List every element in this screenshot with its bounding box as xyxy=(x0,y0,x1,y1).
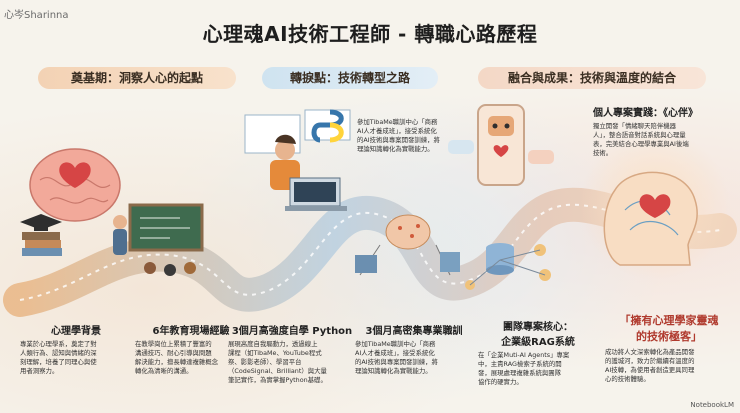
milestone-title: 「擁有心理學家靈魂 xyxy=(619,314,719,327)
training-top-note: 參加TibaMe職訓中心「商務 AI人才養成班」，接受系統化 的AI技術與專案開… xyxy=(357,118,440,153)
milestone-title-line2: 的技術極客」 xyxy=(636,330,702,343)
python-coder-icon xyxy=(244,109,351,211)
milestone-title: 3個月高密集專業職訓 xyxy=(365,326,463,337)
milestone-body: 在「企業Muti-AI Agents」專案 中，主責RAG檢索子系統的開 發，展… xyxy=(478,351,570,386)
author-watermark: 心岑Sharinna xyxy=(4,10,69,21)
milestone-psychology: 心理學背景 專業於心理學系，奠定了對 人類行為、認知與情緒的深 刻理解，培養了同… xyxy=(20,322,132,376)
milestone-title: 團隊專案核心： xyxy=(503,322,573,333)
tech-soul-head-icon xyxy=(603,171,698,266)
chat-robot-phone-icon xyxy=(448,104,554,186)
journey-road xyxy=(3,187,737,317)
phase-label-fusion: 融合與成果：技術與溫度的結合 xyxy=(478,67,706,89)
milestone-python: 3個月高強度自學 Python 展現高度自我驅動力，透過線上 課程（如TibaM… xyxy=(228,322,356,385)
phase-label-turning-point: 轉捩點：技術轉型之路 xyxy=(262,67,438,89)
milestone-rag-project: 團隊專案核心： 企業級RAG系統 在「企業Muti-AI Agents」專案 中… xyxy=(478,318,598,387)
milestone-body: 專業於心理學系，奠定了對 人類行為、認知與情緒的深 刻理解，培養了同理心與使 用… xyxy=(20,340,97,375)
brain-heart-icon xyxy=(29,148,121,222)
personal-project-body: 獨立開發「情緒聊天陪伴機器 人」，整合語音對話系統與心理量 表，完美結合心理學專… xyxy=(593,122,689,157)
personal-project-title: 個人專案實踐：《心伴》 xyxy=(593,108,698,119)
phase-label-foundation: 奠基期：洞察人心的起點 xyxy=(38,67,236,89)
milestone-body: 在教學崗位上累積了豐富的 溝通技巧、耐心引導與問題 解決能力，擅長轉達複雜概念 … xyxy=(135,340,219,375)
notebooklm-badge: NotebookLM xyxy=(690,401,734,409)
milestone-tech-soul: 「擁有心理學家靈魂 的技術極客」 成功將人文深索轉化為產品開發 的護城河，致力於… xyxy=(605,312,733,384)
milestone-body: 參加TibaMe職訓中心「商務 AI人才養成班」，接受系統化 的AI技術與專案開… xyxy=(355,340,438,375)
milestone-training: 3個月高密集專業職訓 參加TibaMe職訓中心「商務 AI人才養成班」，接受系統… xyxy=(355,322,473,376)
personal-project-card: 個人專案實踐：《心伴》 獨立開發「情緒聊天陪伴機器 人」，整合語音對話系統與心理… xyxy=(593,104,733,158)
ai-brain-training-icon xyxy=(355,214,460,276)
milestone-title: 6年教育現場經驗 xyxy=(152,326,230,337)
milestone-body: 展現高度自我驅動力，透過線上 課程（如TibaMe、YouTube程式 祭、影影… xyxy=(228,340,327,384)
milestone-body: 成功將人文深索轉化為產品開發 的護城河，致力於繼續有溫度的 AI技轉，為使用者創… xyxy=(605,348,695,383)
milestone-title: 心理學背景 xyxy=(51,326,101,337)
page-title: 心理魂AI技術工程師 - 轉職心路歷程 xyxy=(202,22,538,46)
milestone-title-line2: 企業級RAG系統 xyxy=(501,337,575,348)
classroom-teacher-icon xyxy=(113,203,204,276)
milestone-title: 3個月高強度自學 Python xyxy=(231,326,353,337)
milestone-teaching: 6年教育現場經驗 在教學崗位上累積了豐富的 溝通技巧、耐心引導與問題 解決能力，… xyxy=(135,322,247,376)
books-graduation-cap-icon xyxy=(20,214,62,256)
rag-database-icon xyxy=(465,243,551,290)
